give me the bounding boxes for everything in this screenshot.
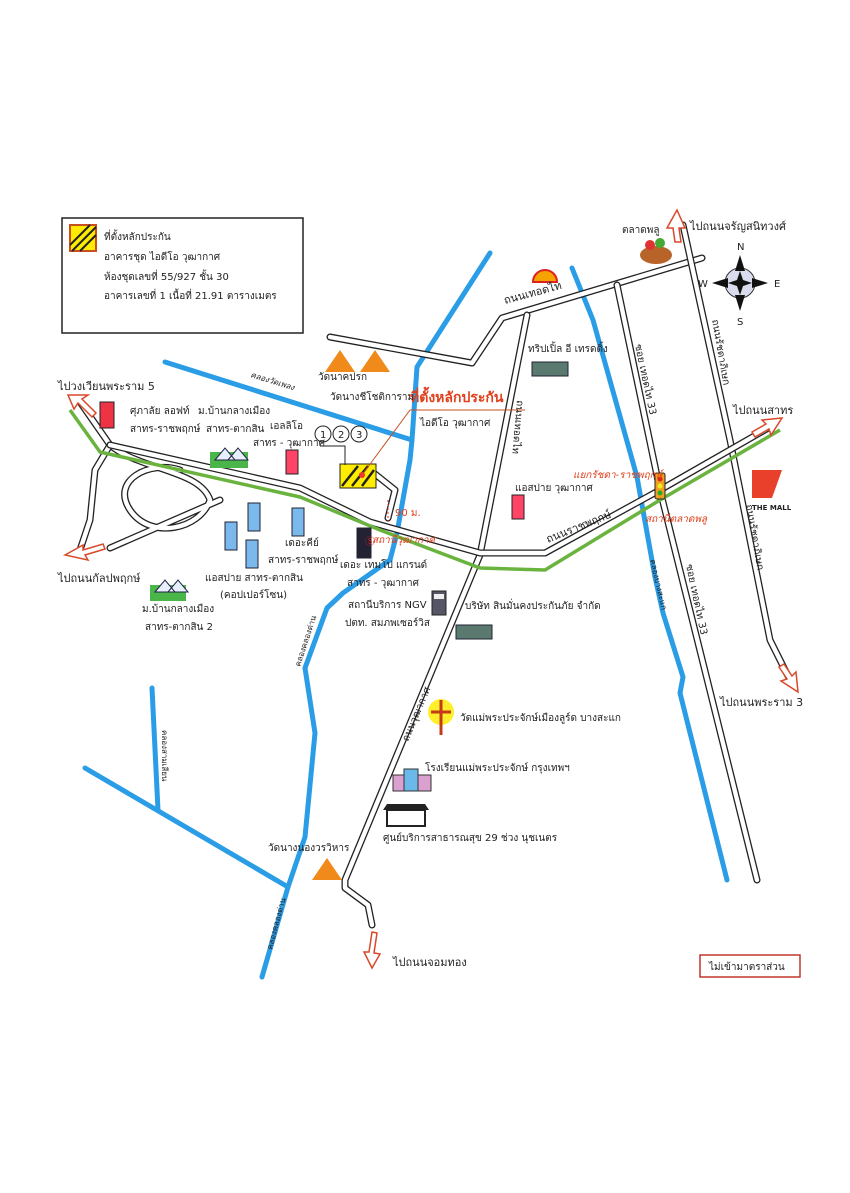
dir-charan: ไปถนนจรัญสนิทวงศ์ — [689, 220, 786, 233]
place-aspire2: แอสปาย วุฒากาศ — [515, 483, 593, 494]
place-ngv-sub: ปตท. สมภพเซอร์วิส — [345, 617, 430, 629]
place-baan2: ม.บ้านกลางเมือง — [142, 603, 214, 615]
condo-towers-icon — [224, 502, 372, 569]
scale-note-text: ไม่เข้ามาตราส่วน — [708, 961, 785, 973]
compass-n: N — [737, 242, 744, 253]
legend-line2: ห้องชุดเลขที่ 55/927 ชั้น 30 — [104, 269, 229, 283]
scale-note: ไม่เข้ามาตราส่วน — [699, 954, 801, 978]
canal-left-branch — [149, 685, 161, 813]
canal-bangsakae-label: คลองบางสะแก — [648, 558, 668, 610]
site-label: ที่ตั้งหลักประกัน — [410, 386, 504, 406]
marker-1: 1 — [320, 430, 326, 441]
place-aspire1: แอสปาย สาทร-ตากสิน — [205, 573, 303, 584]
marker-2: 2 — [338, 430, 344, 441]
place-triple-e: ทริปเปิ้ล อี เทรดดิ้ง — [528, 341, 608, 355]
legend-line1: อาคารชุด ไอดีโอ วุฒากาศ — [104, 250, 221, 263]
place-health: ศูนย์บริการสาธารณสุข 29 ช่วง นุชเนตร — [383, 832, 558, 844]
place-baan1-sub: สาทร-ตากสิน — [206, 424, 265, 435]
place-supalai: ศุภาลัย ลอฟท์ — [130, 405, 190, 417]
dir-kalpapruek: ไปถนนกัลปพฤกษ์ — [57, 572, 141, 585]
station-talat-phlu: สถานีตลาดพลู — [645, 513, 708, 525]
dir-rama3: ไปถนนพระราม 3 — [719, 696, 803, 709]
shell-logo-icon — [531, 269, 559, 283]
health-center-icon — [383, 804, 429, 827]
market-basket-icon — [640, 238, 672, 264]
dir-rama5: ไปวงเวียนพระราม 5 — [57, 380, 155, 393]
marker-3: 3 — [356, 430, 362, 441]
station-wutthakat: สถานีวุฒากาศ — [372, 534, 437, 546]
junction-label: แยกรัชดา-ราชพฤกษ์ — [573, 469, 665, 481]
legend: ที่ตั้งหลักประกัน อาคารชุด ไอดีโอ วุฒากา… — [61, 217, 304, 334]
canals — [82, 250, 730, 980]
place-elio: เอลลิโอ — [270, 419, 303, 432]
compass-s: S — [737, 317, 743, 328]
place-wat-nangnong: วัดนางนองวรวิหาร — [268, 843, 350, 854]
place-school: โรงเรียนแม่พระประจักษ์ กรุงเทพฯ — [425, 761, 570, 774]
temple-icon — [312, 858, 342, 880]
canal-left — [82, 765, 291, 890]
the-mall-label: THE MALL — [752, 504, 792, 512]
site-sub: ไอดีโอ วุฒากาศ — [419, 416, 491, 429]
dir-sathorn: ไปถนนสาทร — [732, 404, 793, 417]
the-mall-logo-icon: THE MALL — [752, 470, 792, 512]
arrow-sathorn — [750, 417, 784, 439]
site-distance: 90 ม. — [395, 508, 421, 519]
arrow-chomthong — [362, 931, 382, 970]
icons: Ⓢ THE MALL — [99, 238, 792, 880]
place-aspire1-sub: (คอปเปอร์โซน) — [220, 588, 287, 601]
canal-left-label: คลองสามเสียน — [160, 730, 169, 782]
road-ratchaphruek: ถนนราชพฤกษ์ — [544, 508, 613, 546]
site-markers: 1 2 3 — [314, 425, 368, 443]
place-ngv: สถานีบริการ NGV — [348, 599, 427, 611]
canal-wat-phleng — [162, 359, 415, 443]
svg-text:Ⓢ: Ⓢ — [365, 536, 375, 548]
dir-chomthong: ไปถนนจอมทอง — [392, 956, 467, 969]
direction-arrows — [62, 208, 799, 970]
place-baan2-sub: สาทร-ตากสิน 2 — [145, 622, 213, 633]
place-thekey: เดอะคีย์ — [285, 537, 319, 549]
bts-station-icon: Ⓢ — [365, 536, 375, 548]
place-sinmankong: บริษัท สินมั่นคงประกันภัย จำกัด — [465, 598, 601, 612]
canal-dan-label-2: คลองคลองด่าน — [265, 896, 288, 950]
rail-line — [68, 408, 781, 572]
legend-line3: อาคารเลขที่ 1 เนื้อที่ 21.91 ตารางเมตร — [104, 288, 277, 302]
arrow-rama3 — [777, 662, 799, 694]
place-supalai-sub: สาทร-ราชพฤกษ์ — [130, 423, 201, 435]
place-church: วัดแม่พระประจักษ์เมืองลูร์ด บางสะแก — [460, 712, 621, 724]
compass-e: E — [774, 279, 780, 290]
place-talat-phlu: ตลาดพลู — [622, 225, 659, 236]
house-icon — [150, 579, 190, 601]
site-hatched-icon — [339, 463, 377, 489]
place-labels: ศุภาลัย ลอฟท์ สาทร-ราชพฤกษ์ ม.บ้านกลางเม… — [130, 225, 659, 854]
building-icon — [511, 494, 525, 520]
cross-icon — [428, 699, 454, 735]
temple-icon — [325, 350, 390, 372]
roads — [76, 221, 794, 929]
place-thekey-sub: สาทร-ราชพฤกษ์ — [268, 554, 339, 566]
building-icon — [285, 449, 299, 475]
building-icon — [99, 401, 115, 429]
place-elio-sub: สาทร - วุฒากาศ — [253, 438, 326, 449]
place-tempo-sub: สาทร - วุฒากาศ — [347, 578, 420, 589]
place-baan1: ม.บ้านกลางเมือง — [198, 405, 270, 417]
house-icon — [210, 447, 250, 468]
traffic-light-icon — [654, 472, 666, 500]
place-wat-nangchee: วัดนางชีโชติการาม — [330, 390, 414, 403]
compass-icon: N E S W — [698, 242, 780, 328]
place-wat-nakprok: วัดนาคปรก — [318, 372, 367, 383]
road-thoetthai-v: ถนนเทอดไท — [509, 400, 526, 455]
office-building-icon — [455, 624, 493, 640]
fuel-pump-icon — [431, 590, 447, 616]
legend-title: ที่ตั้งหลักประกัน — [104, 229, 171, 243]
arrow-rama5 — [66, 394, 98, 419]
arrow-kalpapruek — [62, 543, 107, 562]
arrow-charan — [665, 208, 687, 243]
canal-bangsakae — [569, 265, 730, 883]
compass-w: W — [698, 279, 708, 290]
place-tempo: เดอะ เทมโป แกรนด์ — [340, 558, 427, 571]
school-icon — [392, 768, 432, 792]
office-building-icon — [531, 361, 569, 377]
